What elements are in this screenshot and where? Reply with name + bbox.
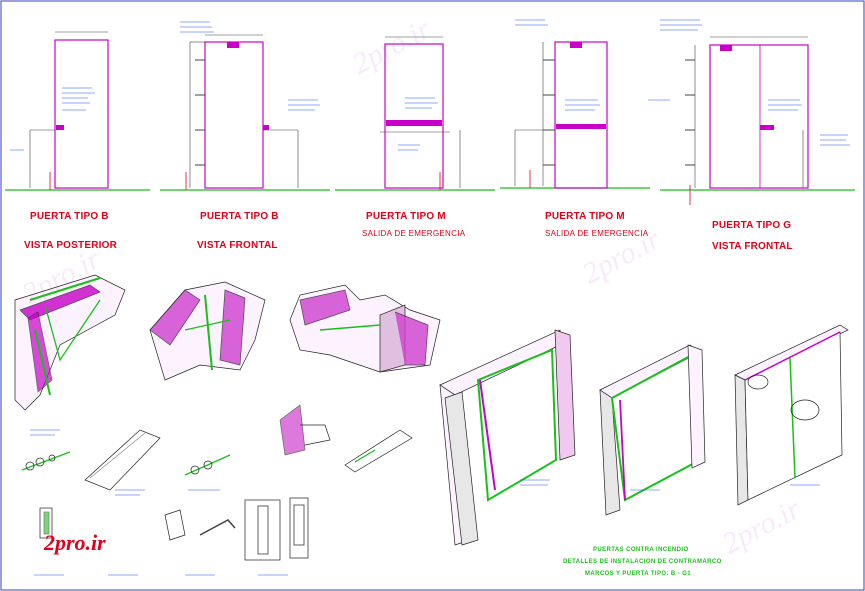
elevation-title-4: PUERTA TIPO M xyxy=(545,211,625,222)
hardware-details xyxy=(21,404,413,561)
elevation-subtitle-1: VISTA POSTERIOR xyxy=(24,240,118,251)
site-logo: 2pro.ir xyxy=(44,530,106,555)
frame-3d-middle xyxy=(599,344,706,516)
elevation-subtitle-2: VISTA FRONTAL xyxy=(197,240,278,251)
elevation-subtitle-5: VISTA FRONTAL xyxy=(712,241,793,252)
annotation-leaders xyxy=(30,429,820,576)
elevation-title-5: PUERTA TIPO G xyxy=(712,220,792,231)
detail-wall-anchor xyxy=(149,281,266,381)
detail-frame-corner xyxy=(14,274,126,411)
door-elevation-3 xyxy=(380,36,461,190)
elevation-title-1: PUERTA TIPO B xyxy=(30,211,109,222)
elevation-title-2: PUERTA TIPO B xyxy=(200,211,279,222)
door-elevation-2 xyxy=(180,21,320,190)
elevation-subtitle-3: SALIDA DE EMERGENCIA xyxy=(362,229,466,238)
elevation-title-3: PUERTA TIPO M xyxy=(366,211,446,222)
footer-line-1: PUERTAS CONTRA INCENDIO xyxy=(593,547,689,553)
frame-3d-door xyxy=(734,324,849,506)
elevation-subtitle-4: SALIDA DE EMERGENCIA xyxy=(545,229,649,238)
ground-lines xyxy=(5,187,855,191)
door-elevation-4 xyxy=(514,19,608,189)
footer-line-3: MARCOS Y PUERTA TIPO: B - G1 xyxy=(585,571,691,577)
door-elevation-5 xyxy=(648,19,850,205)
frame-3d-left xyxy=(439,329,576,546)
detail-wall-section xyxy=(289,284,441,373)
footer-line-2: DETALLES DE INSTALACION DE CONTRAMARCO xyxy=(563,559,722,565)
door-elevation-1 xyxy=(10,31,109,190)
